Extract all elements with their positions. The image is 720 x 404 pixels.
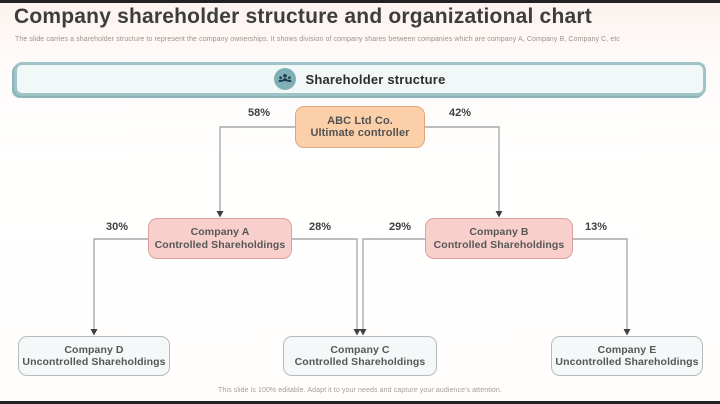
org-node-role: Ultimate controller <box>310 127 410 139</box>
arrowhead-company-c-right <box>359 329 367 336</box>
arrowhead-company-e <box>623 329 631 336</box>
banner-label: Shareholder structure <box>305 71 446 87</box>
ownership-label-company-b-right: 13% <box>584 221 608 233</box>
org-node-name: Company E <box>597 343 657 356</box>
ownership-label-company-a-right: 28% <box>308 221 332 233</box>
org-node-role: Uncontrolled Shareholdings <box>22 356 166 368</box>
org-node-role: Uncontrolled Shareholdings <box>555 356 699 368</box>
ownership-label-company-b-left: 29% <box>388 221 412 233</box>
org-node-role: Controlled Shareholdings <box>433 238 565 251</box>
arrowhead-company-d <box>90 329 98 336</box>
org-node-abc-ltd: ABC Ltd Co. Ultimate controller <box>295 106 425 148</box>
connector-company-b-to-company-c <box>362 238 428 329</box>
ownership-label-root-left: 58% <box>247 107 271 119</box>
org-node-company-b: Company B Controlled Shareholdings <box>425 218 573 259</box>
shareholder-structure-banner: Shareholder structure <box>14 62 706 96</box>
org-node-company-e: Company E Uncontrolled Shareholdings <box>551 336 703 376</box>
page-title: Company shareholder structure and organi… <box>14 5 592 28</box>
page-subtitle: The slide carries a shareholder structur… <box>15 36 621 43</box>
footer-note: This slide is 100% editable. Adapt it to… <box>218 387 502 394</box>
org-node-name: Company C <box>330 343 390 356</box>
org-node-role: Controlled Shareholdings <box>154 238 286 251</box>
arrowhead-company-a <box>216 211 224 218</box>
org-node-role: Controlled Shareholdings <box>294 356 426 368</box>
connector-root-to-company-a <box>219 126 295 211</box>
org-node-name: ABC Ltd Co. <box>327 114 393 127</box>
ownership-label-root-right: 42% <box>448 107 472 119</box>
org-node-name: Company D <box>64 343 124 356</box>
connector-company-b-to-company-e <box>572 238 628 329</box>
bottom-edge-bar <box>0 401 720 404</box>
arrowhead-company-b <box>495 211 503 218</box>
connector-company-a-to-company-c <box>292 238 358 329</box>
org-node-company-c: Company C Controlled Shareholdings <box>283 336 437 376</box>
people-group-icon <box>274 68 297 90</box>
top-edge-bar <box>0 0 720 3</box>
org-node-company-a: Company A Controlled Shareholdings <box>148 218 292 259</box>
arrowhead-company-c-left <box>353 329 361 336</box>
org-node-name: Company A <box>190 226 250 238</box>
connector-root-to-company-b <box>425 126 500 211</box>
org-node-company-d: Company D Uncontrolled Shareholdings <box>18 336 170 376</box>
ownership-label-company-a-left: 30% <box>105 221 129 233</box>
connector-company-a-to-company-d <box>93 238 148 329</box>
org-node-name: Company B <box>469 226 529 238</box>
